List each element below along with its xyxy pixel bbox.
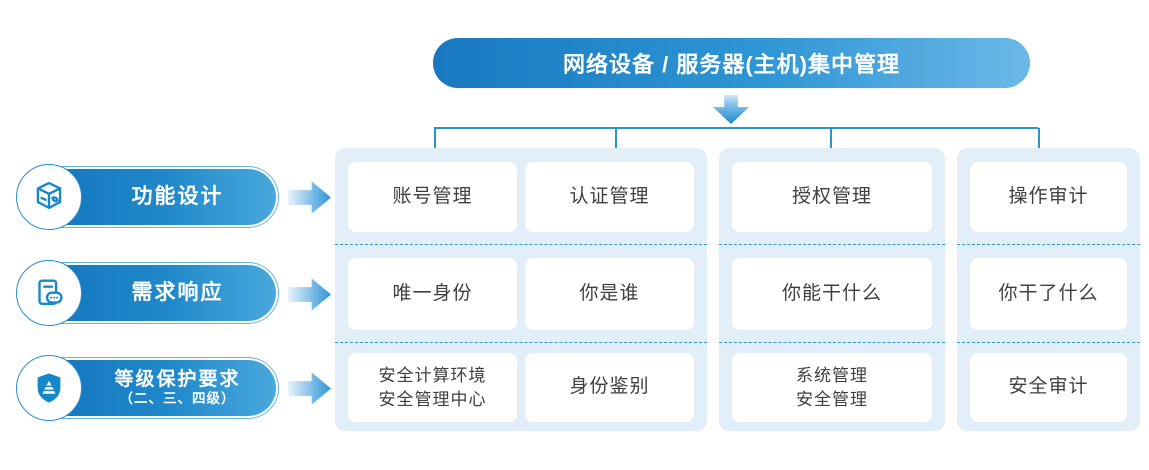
grid-cell-security-audit: 安全审计 xyxy=(970,353,1127,422)
document-chat-icon xyxy=(16,260,82,326)
grid-cell-secure-env: 安全计算环境 安全管理中心 xyxy=(348,353,517,422)
grid-cell-unique-identity: 唯一身份 xyxy=(348,258,517,330)
panel-column-3: 授权管理 你能干什么 系统管理 安全管理 xyxy=(719,148,945,431)
category-label: 等级保护要求 xyxy=(114,368,241,390)
row-divider xyxy=(719,244,945,245)
row-divider xyxy=(719,342,945,343)
right-arrow-icon xyxy=(288,278,331,311)
grid-cell-operation-audit: 操作审计 xyxy=(970,162,1127,232)
row-divider xyxy=(957,244,1140,245)
grid-cell-who-are-you: 你是谁 xyxy=(525,258,694,330)
cube-icon xyxy=(16,164,82,230)
grid-cell-auth-mgmt: 认证管理 xyxy=(525,162,694,232)
shield-icon xyxy=(16,355,82,421)
grid-cell-what-did-you-do: 你干了什么 xyxy=(970,258,1127,330)
category-label: 需求响应 xyxy=(131,280,224,304)
panel-column-4: 操作审计 你干了什么 安全审计 xyxy=(957,148,1140,431)
row-divider xyxy=(957,342,1140,343)
category-sublabel: （二、三、四级） xyxy=(119,390,236,406)
grid-cell-system-mgmt: 系统管理 安全管理 xyxy=(732,353,932,422)
row-divider xyxy=(335,244,707,245)
connector-line xyxy=(434,127,1038,129)
grid-cell-authorization-mgmt: 授权管理 xyxy=(732,162,932,232)
banner-title: 网络设备 / 服务器(主机)集中管理 xyxy=(433,38,1030,88)
panel-columns-1-2: 账号管理 认证管理 唯一身份 你是谁 安全计算环境 安全管理中心 身份鉴别 xyxy=(335,148,707,431)
category-label: 功能设计 xyxy=(131,184,224,208)
grid-cell-what-can-you-do: 你能干什么 xyxy=(732,258,932,330)
right-arrow-icon xyxy=(288,181,331,214)
down-arrow-icon xyxy=(713,95,749,124)
grid-cell-identity-check: 身份鉴别 xyxy=(525,353,694,422)
right-arrow-icon xyxy=(288,372,331,405)
row-divider xyxy=(335,342,707,343)
grid-cell-account-mgmt: 账号管理 xyxy=(348,162,517,232)
